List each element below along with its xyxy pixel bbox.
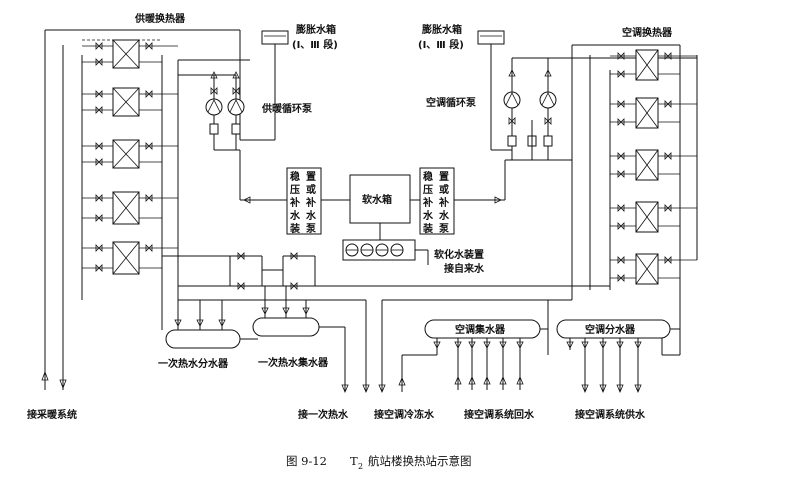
to-primary-hot-label: 接一次热水 <box>298 408 349 421</box>
ac-exchanger-1 <box>610 49 697 81</box>
to-ac-return-label: 接空调系统回水 <box>464 408 535 421</box>
heating-exchanger-label: 供暖换热器 <box>134 12 186 25</box>
expansion-tank-right <box>477 30 505 150</box>
tap-water-label: 接自来水 <box>444 262 485 275</box>
expansion-tank-left-label: 膨胀水箱 <box>296 23 336 36</box>
ac-distributor-label: 空调分水器 <box>585 323 636 336</box>
ac-exchanger-2 <box>610 97 697 129</box>
left-set-5: 泵 <box>306 223 317 235</box>
ac-exchanger-4 <box>610 201 697 233</box>
right-stab-1: 稳 <box>423 170 433 183</box>
right-set-2: 或 <box>439 183 449 196</box>
softener-label: 软化水装置 <box>434 248 484 261</box>
soft-tank-label: 软水箱 <box>362 193 392 206</box>
heating-pump-label: 供暖循环泵 <box>261 102 313 115</box>
right-stab-5: 装 <box>422 222 433 235</box>
caption-fig-no: 图 9-12 <box>286 454 327 468</box>
caption-t: T <box>350 454 358 468</box>
expansion-tank-right-label: 膨胀水箱 <box>422 23 462 36</box>
left-set-3: 补 <box>305 196 316 209</box>
caption-sub: 2 <box>358 462 363 471</box>
right-stab-4: 水 <box>422 209 434 222</box>
heating-exchanger-2 <box>82 87 178 117</box>
right-set-5: 泵 <box>439 223 450 235</box>
ac-collector <box>378 299 572 394</box>
ac-collector-label: 空调集水器 <box>455 323 506 336</box>
ac-exchanger-5 <box>610 253 697 285</box>
right-stab-3: 补 <box>422 196 433 209</box>
left-stab-3: 补 <box>289 196 300 209</box>
primary-collector-label: 一次热水集水器 <box>258 356 329 369</box>
expansion-tank-left-sub: (Ⅰ、Ⅲ 段) <box>292 38 338 51</box>
primary-distributor <box>165 299 241 349</box>
heating-branch-valves <box>95 42 153 272</box>
to-ac-chilled-label: 接空调冷冻水 <box>374 408 435 421</box>
to-ac-supply-label: 接空调系统供水 <box>575 408 646 421</box>
left-set-2: 或 <box>306 183 316 196</box>
heating-exchanger-3 <box>82 139 178 169</box>
caption-title: 航站楼换热站示意图 <box>368 454 472 468</box>
left-set-4: 水 <box>305 209 317 222</box>
figure-caption: 图 9-12 T 2 航站楼换热站示意图 <box>286 454 472 471</box>
right-set-4: 水 <box>438 209 450 222</box>
heating-system-arrows <box>41 370 67 390</box>
heating-pumps <box>178 59 275 200</box>
left-stab-1: 稳 <box>290 170 300 183</box>
left-stab-2: 压 <box>290 184 300 196</box>
soft-water-section <box>240 167 505 265</box>
ac-pumps <box>491 57 595 200</box>
heating-exchanger-4 <box>82 191 178 225</box>
ac-exchanger-3 <box>610 149 697 181</box>
expansion-tank-left <box>261 30 289 140</box>
primary-collector <box>222 286 370 394</box>
ac-branch-valves <box>617 52 672 282</box>
ac-distributor <box>556 319 681 394</box>
heating-exchanger-column <box>44 29 241 390</box>
left-stab-4: 水 <box>289 209 301 222</box>
to-heating-system-label: 接采暖系统 <box>27 408 77 421</box>
right-set-3: 补 <box>438 196 449 209</box>
right-stab-2: 压 <box>423 184 433 196</box>
expansion-tank-right-sub: (Ⅰ、Ⅲ 段) <box>418 38 464 51</box>
right-set-1: 置 <box>439 171 449 183</box>
ac-exchanger-label: 空调换热器 <box>622 26 673 39</box>
heating-exchanger-1 <box>82 39 178 69</box>
left-set-1: 置 <box>306 171 316 183</box>
left-stab-5: 装 <box>289 222 300 235</box>
primary-distributor-label: 一次热水分水器 <box>158 357 229 370</box>
heating-exchanger-5 <box>82 241 178 275</box>
ac-pump-label: 空调循环泵 <box>426 96 477 109</box>
ac-exchanger-column <box>560 44 698 350</box>
